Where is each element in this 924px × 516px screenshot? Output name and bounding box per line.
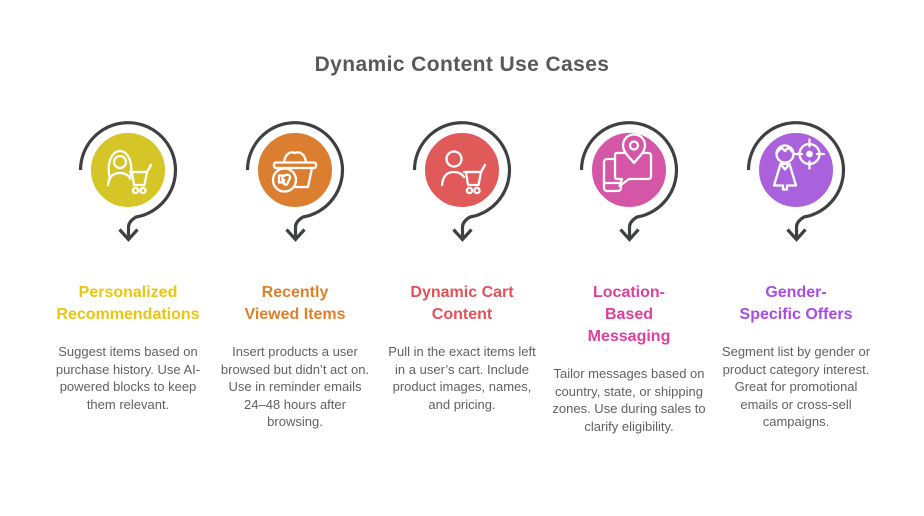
icon-circle (423, 131, 501, 209)
circle-loop-arrow (746, 121, 846, 242)
down-arrow-icon (619, 228, 640, 242)
circle-loop-arrow (78, 121, 178, 242)
woman-with-target-icon (772, 138, 826, 191)
user-with-cart-icon (440, 150, 487, 195)
phone-map-pin-message-icon (602, 133, 653, 193)
bubble-graphic (746, 121, 846, 242)
column-dynamic-cart-content: Dynamic Cart Content Pull in the exact i… (379, 119, 546, 435)
use-case-columns: Personalized Recommendations Suggest ite… (0, 119, 924, 435)
use-case-heading: Location- Based Messaging (587, 284, 671, 345)
column-personalized-recommendations: Personalized Recommendations Suggest ite… (45, 119, 212, 435)
use-case-heading: Dynamic Cart Content (410, 284, 514, 323)
use-case-heading: Gender- Specific Offers (739, 284, 853, 323)
use-case-heading: Recently Viewed Items (244, 284, 346, 323)
icon-circle (757, 131, 835, 209)
down-arrow-icon (786, 228, 807, 242)
use-case-heading: Personalized Recommendations (56, 284, 200, 323)
use-case-description: Pull in the exact items left in a user’s… (388, 344, 536, 412)
use-case-description: Tailor messages based on country, state,… (552, 366, 706, 434)
icon-circle (256, 131, 334, 209)
bubble-graphic (245, 121, 345, 242)
icon-circle (89, 131, 167, 209)
column-gender-specific-offers: Gender- Specific Offers Segment list by … (713, 119, 880, 435)
use-case-description: Insert products a user browsed but didn’… (220, 344, 370, 429)
use-case-description: Segment list by gender or product catego… (721, 344, 871, 429)
circle-loop-arrow (579, 121, 679, 242)
bubble-graphic (579, 121, 679, 242)
page-title: Dynamic Content Use Cases (314, 53, 610, 76)
down-arrow-icon (285, 228, 306, 242)
circle-loop-arrow (412, 121, 512, 242)
woman-with-cart-icon (106, 149, 153, 195)
bubble-graphic (78, 121, 178, 242)
column-location-based-messaging: Location- Based Messaging Tailor message… (546, 119, 713, 435)
basket-thumbs-down-icon (271, 151, 318, 193)
column-recently-viewed-items: Recently Viewed Items Insert products a … (212, 119, 379, 435)
circle-loop-arrow (245, 121, 345, 242)
down-arrow-icon (452, 228, 473, 242)
bubble-graphic (412, 121, 512, 242)
down-arrow-icon (118, 228, 139, 242)
use-case-description: Suggest items based on purchase history.… (55, 344, 201, 412)
